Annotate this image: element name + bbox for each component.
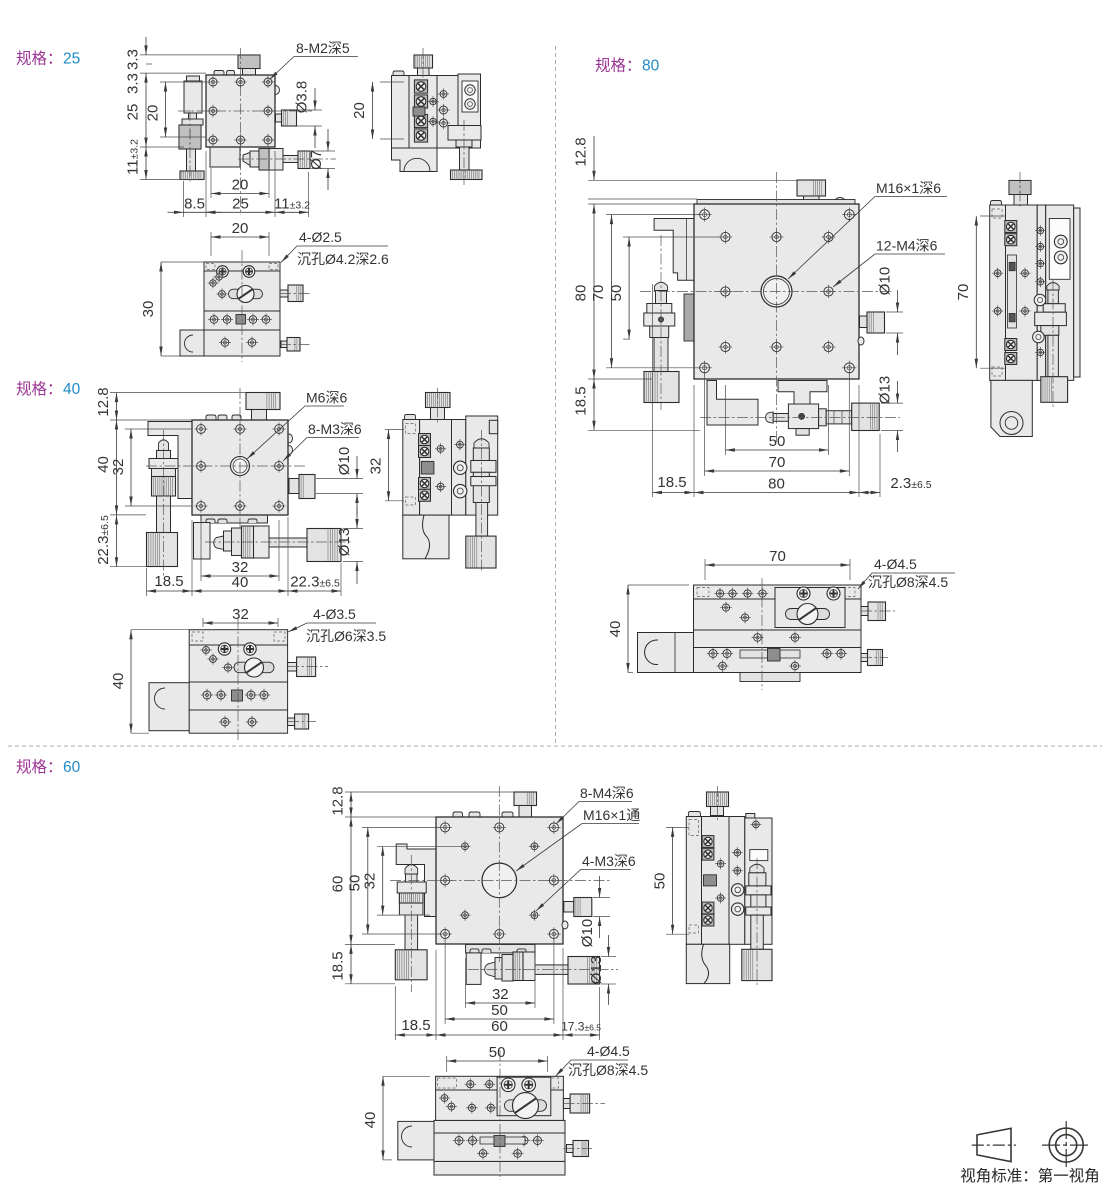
svg-text:Ø10: Ø10 xyxy=(579,919,596,947)
svg-text:80: 80 xyxy=(642,58,660,75)
svg-text:8.5: 8.5 xyxy=(184,196,205,213)
svg-text:Ø13: Ø13 xyxy=(588,956,605,984)
svg-text:M6深6: M6深6 xyxy=(306,390,347,406)
svg-text:25: 25 xyxy=(63,51,80,68)
svg-text:70: 70 xyxy=(955,284,972,301)
svg-text:M16×1通: M16×1通 xyxy=(583,807,640,823)
svg-text:12-M4深6: 12-M4深6 xyxy=(876,238,938,254)
svg-text:80: 80 xyxy=(768,476,785,493)
svg-text:60: 60 xyxy=(491,1018,508,1035)
svg-text:80: 80 xyxy=(573,285,590,302)
svg-text:4-Ø3.5: 4-Ø3.5 xyxy=(313,606,356,622)
svg-text:12.8: 12.8 xyxy=(573,137,590,166)
svg-text:22.3±6.5: 22.3±6.5 xyxy=(95,515,112,565)
svg-text:40: 40 xyxy=(232,574,249,591)
svg-text:4-M3深6: 4-M3深6 xyxy=(582,853,636,869)
svg-text:50: 50 xyxy=(652,873,669,890)
svg-text:Ø10: Ø10 xyxy=(336,447,353,475)
svg-text:沉孔Ø8深4.5: 沉孔Ø8深4.5 xyxy=(868,574,948,590)
svg-text:25: 25 xyxy=(125,104,142,121)
svg-text:40: 40 xyxy=(110,673,127,690)
svg-text:50: 50 xyxy=(347,875,364,892)
svg-text:40: 40 xyxy=(607,621,624,638)
svg-text:32: 32 xyxy=(110,459,127,476)
svg-text:20: 20 xyxy=(232,177,249,194)
svg-text:50: 50 xyxy=(608,285,625,302)
svg-text:12.8: 12.8 xyxy=(95,387,112,416)
svg-text:沉孔Ø6深3.5: 沉孔Ø6深3.5 xyxy=(306,628,386,644)
svg-text:18.5: 18.5 xyxy=(573,386,590,415)
svg-text:20: 20 xyxy=(145,105,162,122)
svg-text:2.3±6.5: 2.3±6.5 xyxy=(890,475,931,492)
svg-text:50: 50 xyxy=(491,1002,508,1019)
svg-text:40: 40 xyxy=(63,381,81,398)
svg-text:Ø10: Ø10 xyxy=(877,267,894,295)
svg-text:规格：: 规格： xyxy=(16,758,63,776)
svg-text:20: 20 xyxy=(232,220,249,237)
svg-text:30: 30 xyxy=(140,301,157,318)
svg-text:40: 40 xyxy=(362,1112,379,1129)
svg-text:规格：: 规格： xyxy=(16,50,63,68)
svg-text:70: 70 xyxy=(769,454,786,471)
svg-text:18.5: 18.5 xyxy=(154,573,183,590)
svg-text:32: 32 xyxy=(232,559,249,576)
svg-text:4-Ø4.5: 4-Ø4.5 xyxy=(587,1043,630,1059)
svg-text:12.8: 12.8 xyxy=(330,786,347,815)
svg-text:18.5: 18.5 xyxy=(657,474,686,491)
svg-text:Ø7: Ø7 xyxy=(308,150,325,170)
svg-text:70: 70 xyxy=(590,285,607,302)
svg-text:沉孔Ø8深4.5: 沉孔Ø8深4.5 xyxy=(568,1062,648,1078)
svg-text:18.5: 18.5 xyxy=(401,1017,430,1034)
svg-text:50: 50 xyxy=(489,1044,506,1061)
svg-text:Ø3.8: Ø3.8 xyxy=(294,81,311,114)
svg-text:60: 60 xyxy=(330,876,347,893)
svg-text:50: 50 xyxy=(769,433,786,450)
svg-text:18.5: 18.5 xyxy=(330,951,347,980)
svg-text:32: 32 xyxy=(362,873,379,890)
svg-text:M16×1深6: M16×1深6 xyxy=(876,180,941,196)
svg-text:3.3: 3.3 xyxy=(125,73,142,94)
svg-text:8-M2深5: 8-M2深5 xyxy=(296,40,350,56)
svg-text:规格：: 规格： xyxy=(16,380,63,398)
svg-text:视角标准：第一视角: 视角标准：第一视角 xyxy=(960,1167,1100,1185)
svg-text:8-M3深6: 8-M3深6 xyxy=(308,421,362,437)
svg-text:11±3.2: 11±3.2 xyxy=(125,139,142,175)
svg-text:3.3: 3.3 xyxy=(125,49,142,70)
svg-text:32: 32 xyxy=(232,606,249,623)
svg-text:沉孔Ø4.2深2.6: 沉孔Ø4.2深2.6 xyxy=(297,251,389,267)
svg-text:4-Ø4.5: 4-Ø4.5 xyxy=(874,556,917,572)
svg-text:32: 32 xyxy=(368,458,385,475)
svg-text:17.3±6.5: 17.3±6.5 xyxy=(561,1020,601,1034)
svg-text:规格：: 规格： xyxy=(595,57,642,75)
svg-text:60: 60 xyxy=(63,759,81,776)
svg-text:70: 70 xyxy=(769,548,786,565)
svg-text:22.3±6.5: 22.3±6.5 xyxy=(290,574,340,591)
svg-text:Ø13: Ø13 xyxy=(877,376,894,404)
svg-text:4-Ø2.5: 4-Ø2.5 xyxy=(299,229,342,245)
svg-text:11±3.2: 11±3.2 xyxy=(274,196,310,213)
svg-text:8-M4深6: 8-M4深6 xyxy=(580,785,634,801)
svg-text:40: 40 xyxy=(95,456,112,473)
svg-text:20: 20 xyxy=(351,102,368,119)
svg-text:32: 32 xyxy=(492,986,509,1003)
